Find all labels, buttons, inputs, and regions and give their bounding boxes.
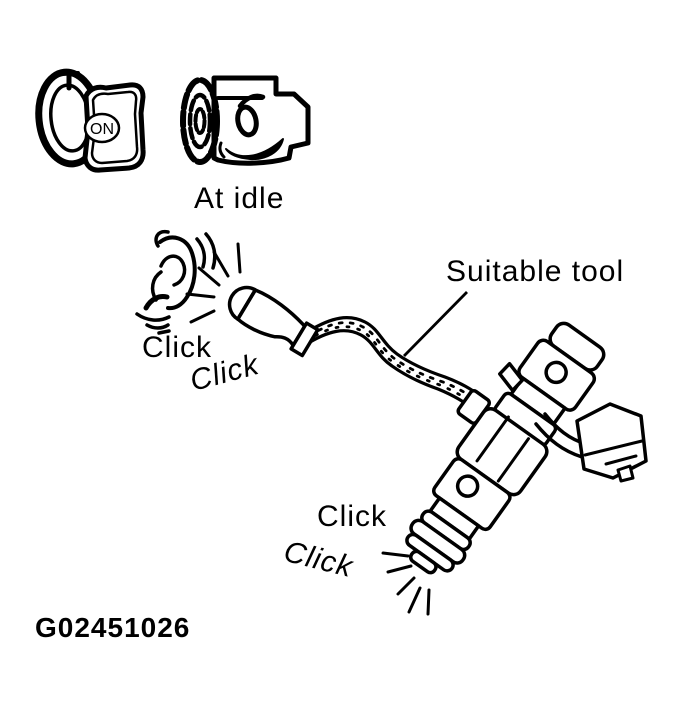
sound-rays-tool bbox=[185, 242, 242, 324]
tool-handle bbox=[227, 285, 320, 358]
click-label-upper-1: Click bbox=[142, 331, 212, 364]
tool-shaft bbox=[303, 316, 484, 412]
engine-icon bbox=[180, 75, 311, 166]
ignition-key-on-icon: ON bbox=[35, 68, 146, 173]
click-label-lower-1: Click bbox=[317, 500, 387, 533]
fuel-injector-illustration bbox=[405, 321, 606, 575]
sound-rays-injector bbox=[381, 551, 431, 616]
ear-icon bbox=[135, 229, 217, 335]
injector-connector bbox=[534, 402, 648, 483]
leader-line bbox=[403, 291, 468, 357]
engine-state-label: At idle bbox=[194, 182, 285, 215]
figure-id-label: G02451026 bbox=[35, 612, 191, 643]
key-position-label: ON bbox=[90, 121, 114, 138]
tool-label: Suitable tool bbox=[446, 255, 625, 288]
